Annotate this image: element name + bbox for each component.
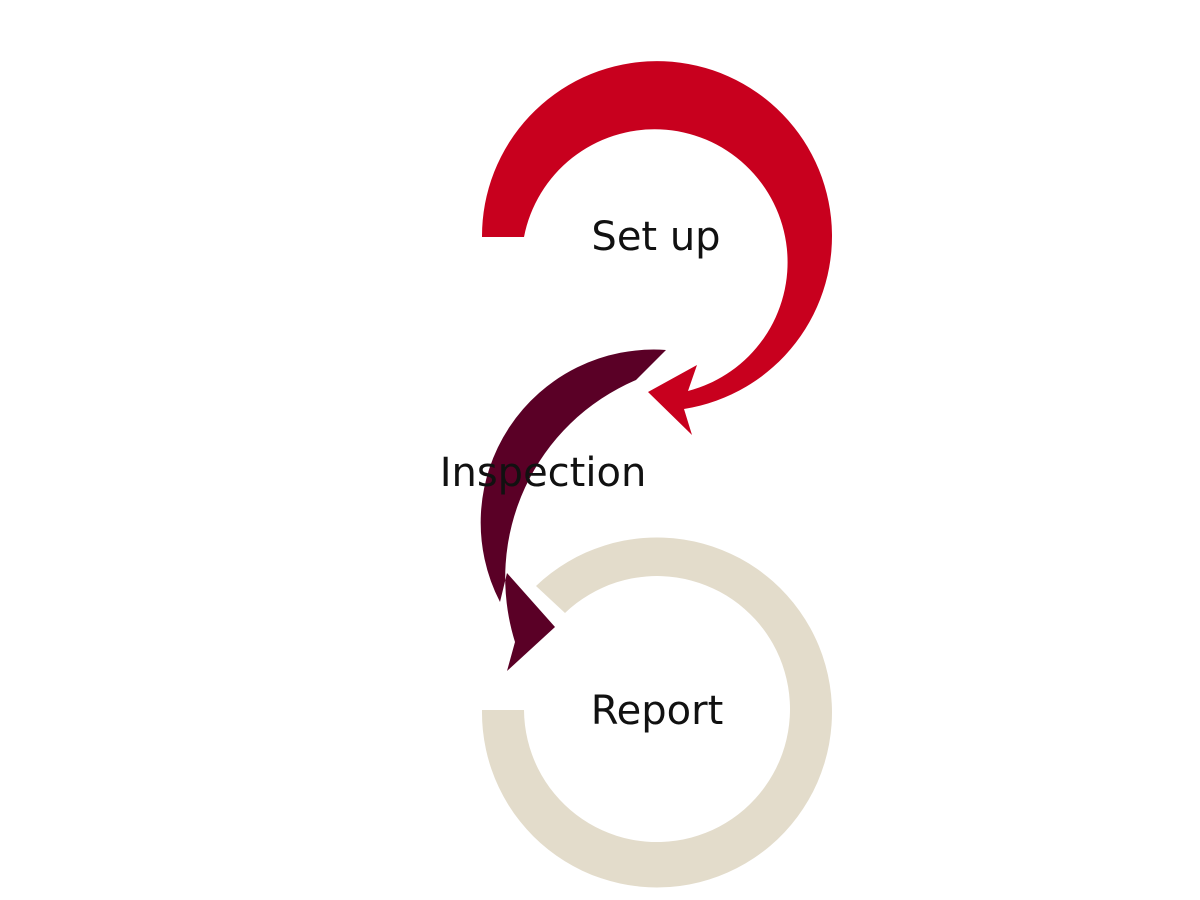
report-label: Report <box>591 688 724 734</box>
setup-arc <box>481 61 832 436</box>
inspection-label: Inspection <box>440 450 647 496</box>
step-inspection: Inspection <box>440 349 666 671</box>
inspection-arc <box>480 349 666 671</box>
step-setup: Set up <box>481 61 832 436</box>
step-report: Report <box>481 537 832 888</box>
setup-label: Set up <box>591 214 720 260</box>
